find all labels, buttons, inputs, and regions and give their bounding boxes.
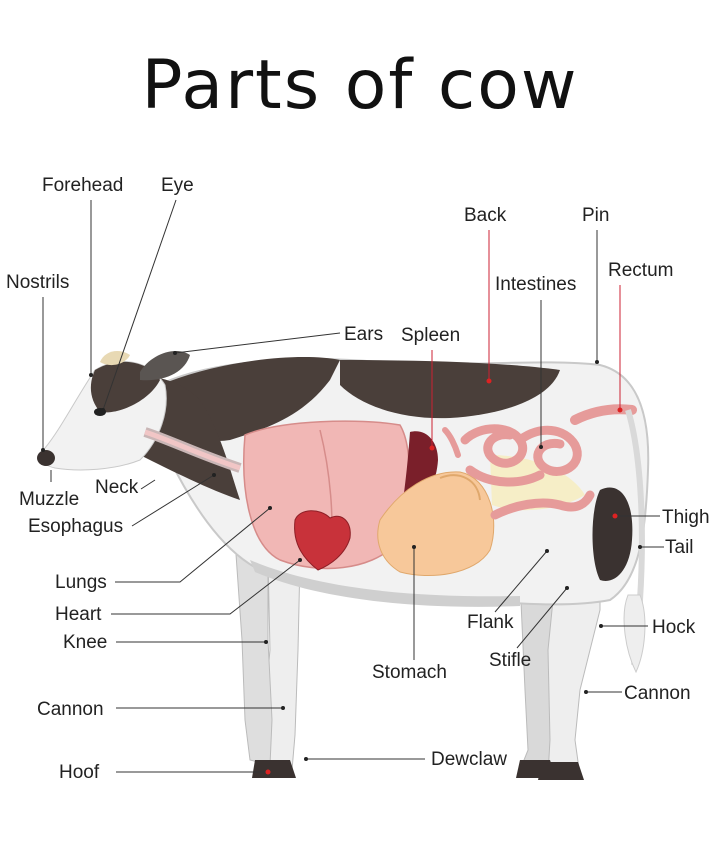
label-thigh: Thigh <box>662 507 710 528</box>
label-neck: Neck <box>95 477 139 498</box>
label-spleen: Spleen <box>401 325 460 346</box>
label-dewclaw: Dewclaw <box>431 749 507 770</box>
label-forehead: Forehead <box>42 175 123 196</box>
label-muzzle: Muzzle <box>19 489 79 510</box>
label-cannon-front: Cannon <box>37 699 104 720</box>
label-lungs: Lungs <box>55 572 107 593</box>
label-stifle: Stifle <box>489 650 531 671</box>
label-esophagus: Esophagus <box>28 516 123 537</box>
label-nostrils: Nostrils <box>6 272 69 293</box>
cow-illustration <box>37 350 650 780</box>
label-ears: Ears <box>344 324 383 345</box>
label-hock: Hock <box>652 617 696 638</box>
label-back: Back <box>464 205 507 226</box>
label-stomach: Stomach <box>372 662 447 683</box>
label-flank: Flank <box>467 612 514 633</box>
page-title: Parts of cow <box>141 46 578 125</box>
label-rectum: Rectum <box>608 260 673 281</box>
label-cannon-rear: Cannon <box>624 683 691 704</box>
label-intestines: Intestines <box>495 274 576 295</box>
labels: Forehead Eye Nostrils Ears Spleen Back P… <box>6 175 710 783</box>
label-hoof: Hoof <box>59 762 100 783</box>
label-eye: Eye <box>161 175 194 196</box>
label-tail: Tail <box>665 537 694 558</box>
label-pin: Pin <box>582 205 609 226</box>
label-knee: Knee <box>63 632 107 653</box>
leader-lines <box>41 199 664 775</box>
label-heart: Heart <box>55 604 102 625</box>
